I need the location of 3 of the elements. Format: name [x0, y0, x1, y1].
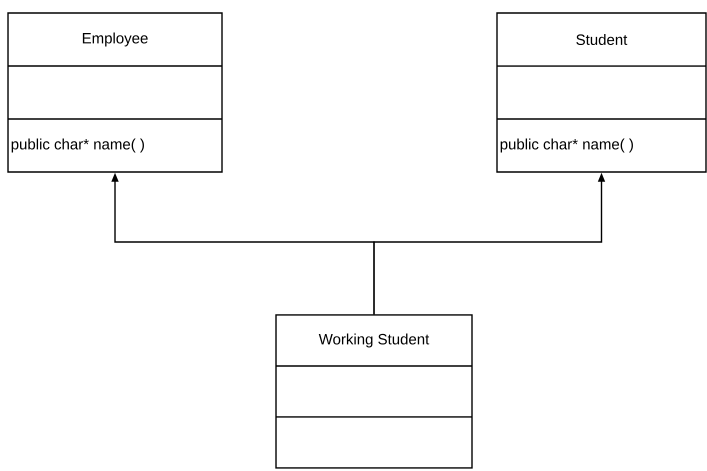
class-box: Working Student: [275, 314, 473, 469]
class-box: Student public char* name( ): [496, 12, 707, 173]
class-box: Employee public char* name( ): [7, 12, 223, 173]
